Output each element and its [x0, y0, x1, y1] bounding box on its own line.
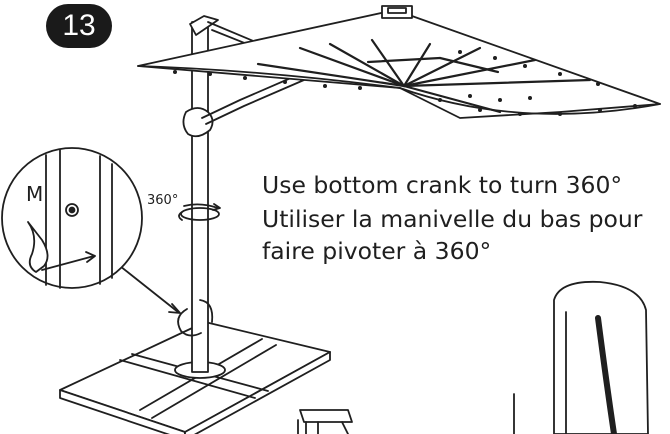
canopy-ribs	[256, 38, 592, 114]
rotation-degree-label: 360°	[147, 193, 179, 208]
stand-fragment	[297, 409, 353, 434]
led-lights	[173, 50, 637, 116]
instruction-french-line1: Utiliser la manivelle du bas pour	[262, 205, 643, 233]
instruction-french-line2: faire pivoter à 360°	[262, 237, 492, 265]
rotation-arrow	[183, 203, 221, 211]
base-plates	[59, 321, 331, 434]
storage-cover	[513, 280, 649, 434]
step-number: 13	[62, 9, 96, 42]
callout-line	[119, 265, 181, 314]
umbrella-canopy	[137, 5, 661, 119]
step-badge: 13	[46, 4, 112, 48]
crank-inset	[1, 147, 143, 289]
crank-part-label: M	[26, 182, 44, 206]
instruction-english: Use bottom crank to turn 360°	[262, 171, 623, 199]
